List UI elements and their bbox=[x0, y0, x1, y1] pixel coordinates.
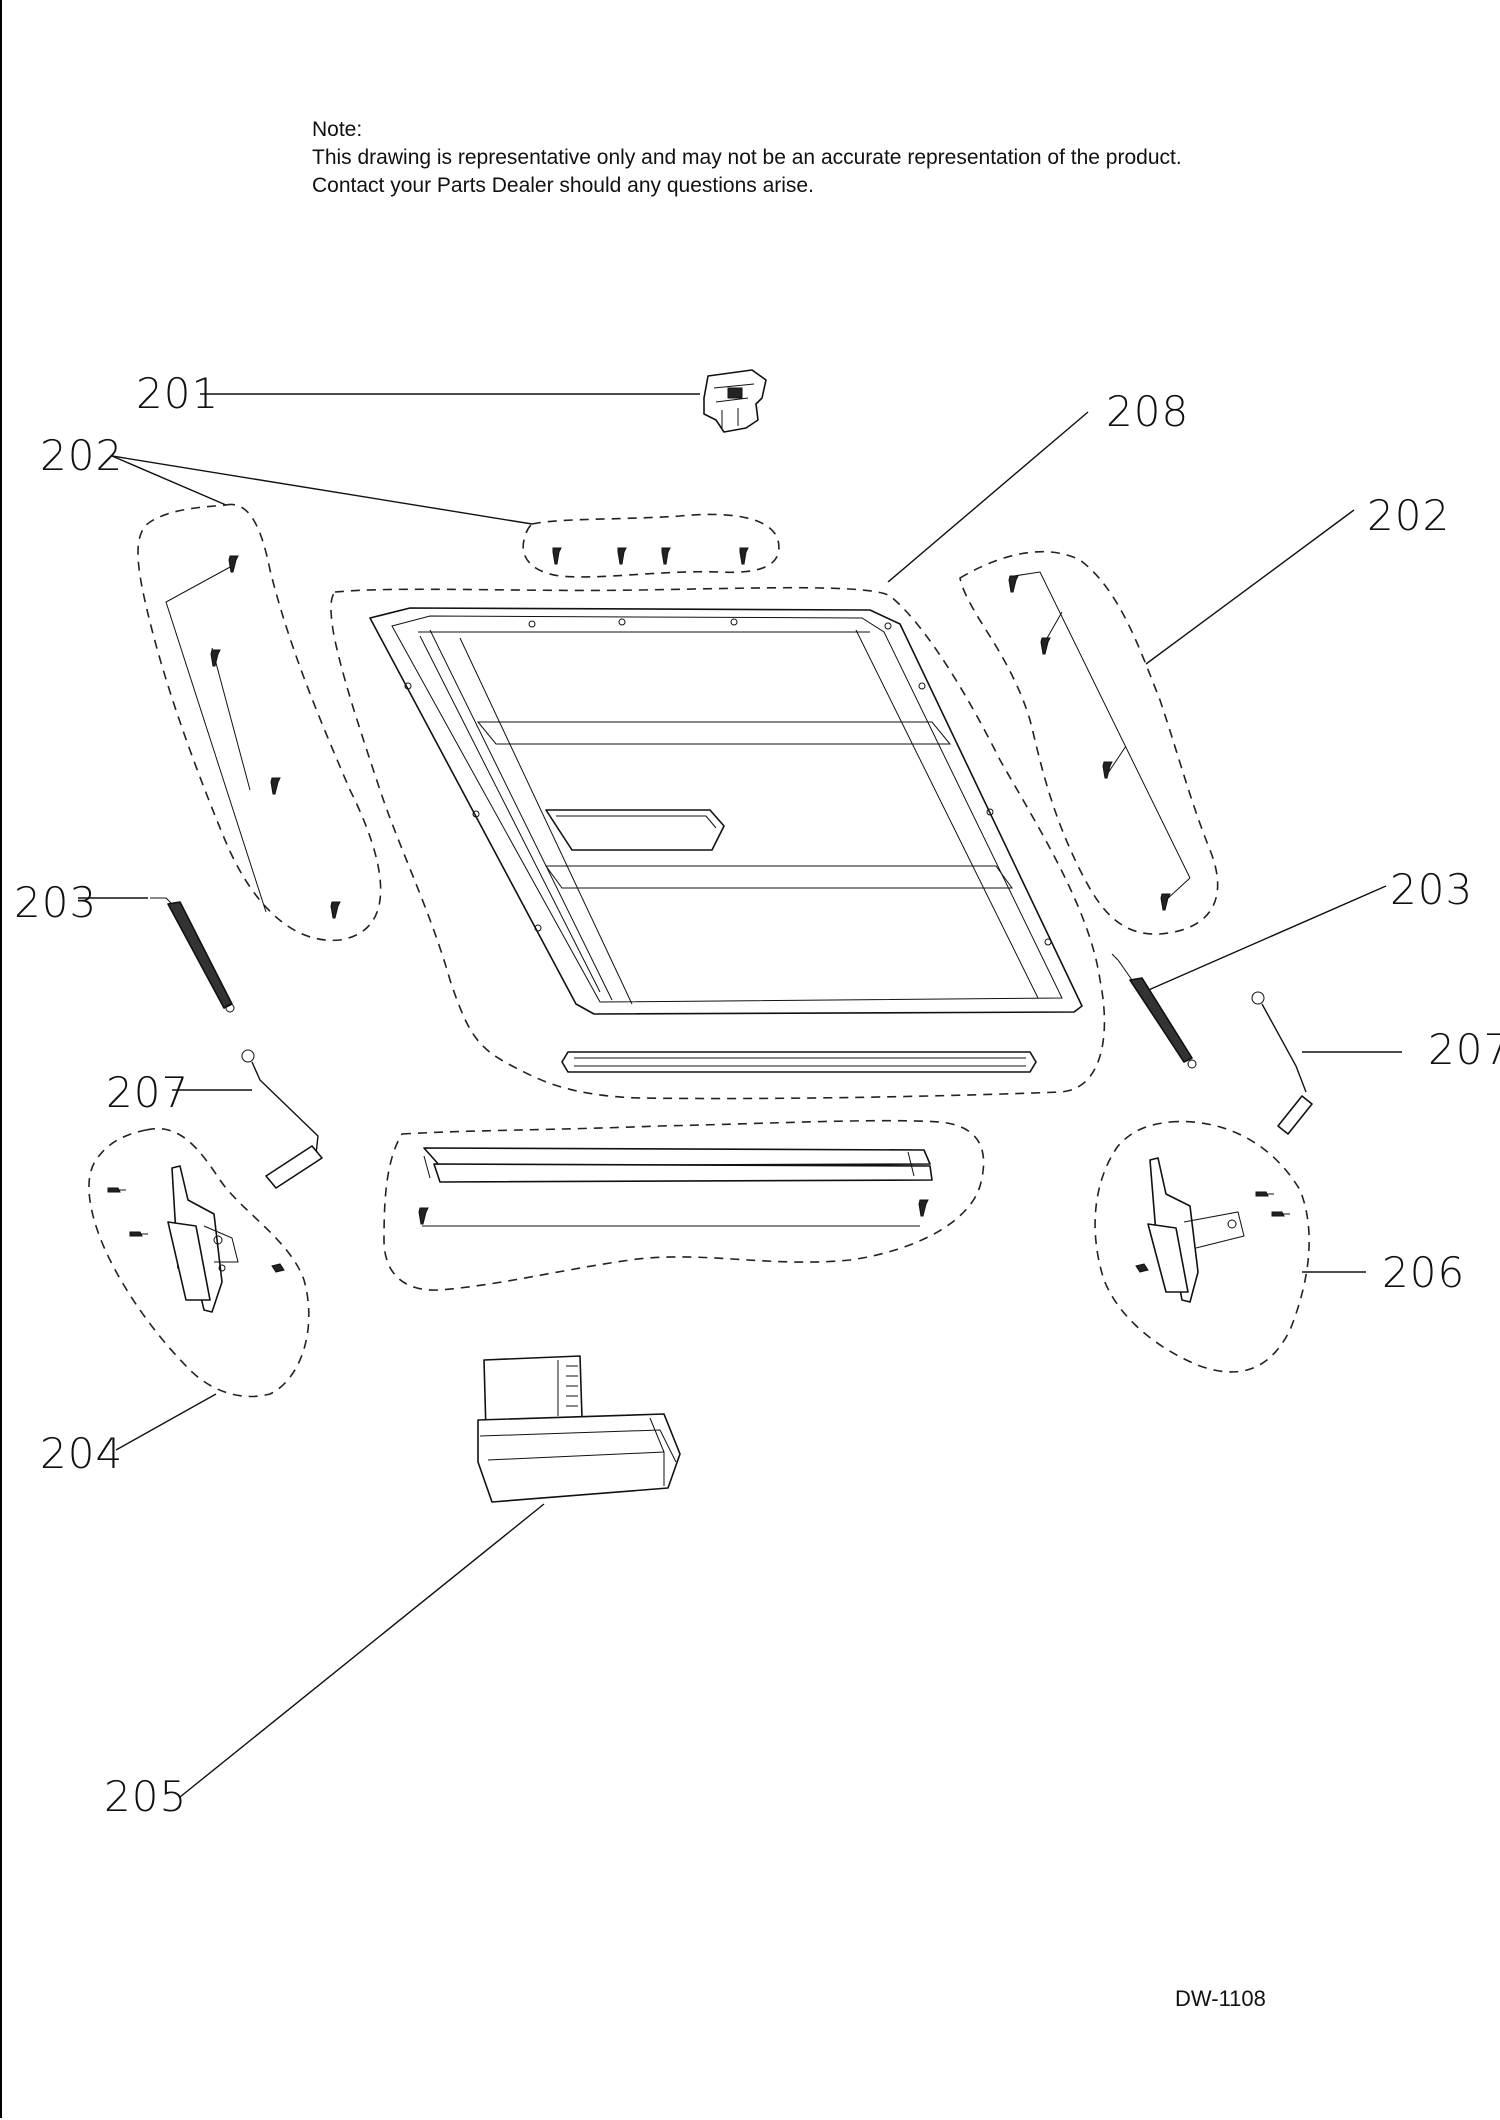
part-208-inner-door-liner bbox=[369, 607, 1083, 1073]
callout-202-right: 202 bbox=[1367, 491, 1450, 540]
bottom-trim-strip bbox=[418, 1147, 933, 1227]
part-202-screws-top bbox=[552, 547, 749, 565]
part-207-cable-right bbox=[1251, 991, 1313, 1135]
note-heading: Note: bbox=[312, 118, 363, 141]
callout-206: 206 bbox=[1382, 1248, 1465, 1297]
leader-lines bbox=[78, 393, 1402, 1798]
callout-208: 208 bbox=[1106, 387, 1189, 436]
note-line-1: This drawing is representative only and … bbox=[312, 146, 1182, 169]
callout-203-left: 203 bbox=[14, 878, 97, 927]
part-202-screws-right bbox=[1008, 571, 1191, 911]
part-204-left-hinge bbox=[107, 1165, 285, 1313]
part-207-cable-left bbox=[241, 1049, 323, 1189]
note-line-2: Contact your Parts Dealer should any que… bbox=[312, 174, 814, 197]
group-outlines bbox=[88, 503, 1310, 1398]
part-202-screws-left bbox=[165, 555, 341, 919]
part-206-right-hinge bbox=[1135, 1157, 1290, 1303]
callout-207-right: 207 bbox=[1428, 1025, 1500, 1074]
callout-205: 205 bbox=[104, 1772, 187, 1821]
part-201-door-latch bbox=[703, 369, 767, 433]
part-203-spring-right bbox=[1111, 953, 1197, 1069]
callout-203-right: 203 bbox=[1390, 865, 1473, 914]
disclaimer-note: Note: This drawing is representative onl… bbox=[312, 116, 1182, 200]
part-205-control-box bbox=[477, 1355, 681, 1503]
document-number: DW-1108 bbox=[1175, 1986, 1266, 2011]
callout-202-left: 202 bbox=[40, 431, 123, 480]
callout-207-left: 207 bbox=[106, 1068, 189, 1117]
part-203-spring-left bbox=[150, 897, 235, 1013]
callout-204: 204 bbox=[40, 1429, 123, 1478]
